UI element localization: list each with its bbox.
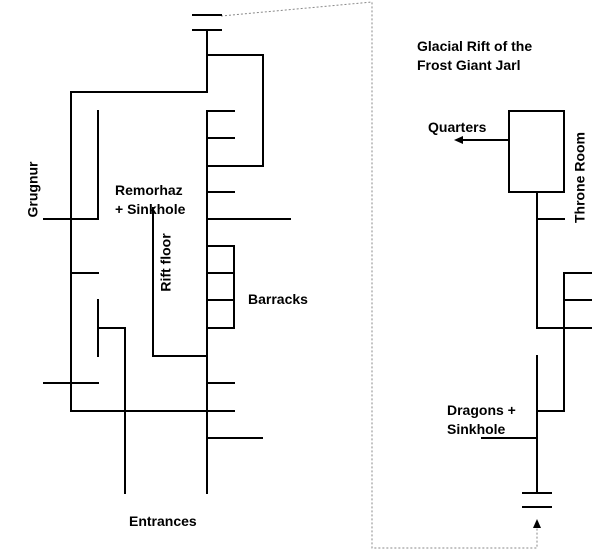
map-title-line2: Frost Giant Jarl	[417, 57, 521, 73]
label-entrances: Entrances	[129, 513, 197, 529]
dotted-connector	[220, 1, 538, 549]
left-rift-passages	[43, 14, 291, 494]
label-rift-floor: Rift floor	[157, 233, 174, 292]
label-dragons-line2: Sinkhole	[447, 421, 506, 437]
label-remorhaz-line1: Remorhaz	[115, 182, 183, 198]
label-grugnur: Grugnur	[24, 161, 41, 218]
label-throne-room: Throne Room	[571, 132, 588, 223]
map-title-line1: Glacial Rift of the	[417, 38, 533, 54]
label-remorhaz-line2: + Sinkhole	[115, 201, 186, 217]
label-quarters: Quarters	[428, 119, 487, 135]
label-barracks: Barracks	[248, 291, 308, 307]
right-rift-passages	[461, 110, 592, 508]
connector-arrow-icon	[533, 519, 541, 528]
quarters-arrow-icon	[454, 136, 463, 144]
label-dragons-line1: Dragons +	[447, 402, 516, 418]
